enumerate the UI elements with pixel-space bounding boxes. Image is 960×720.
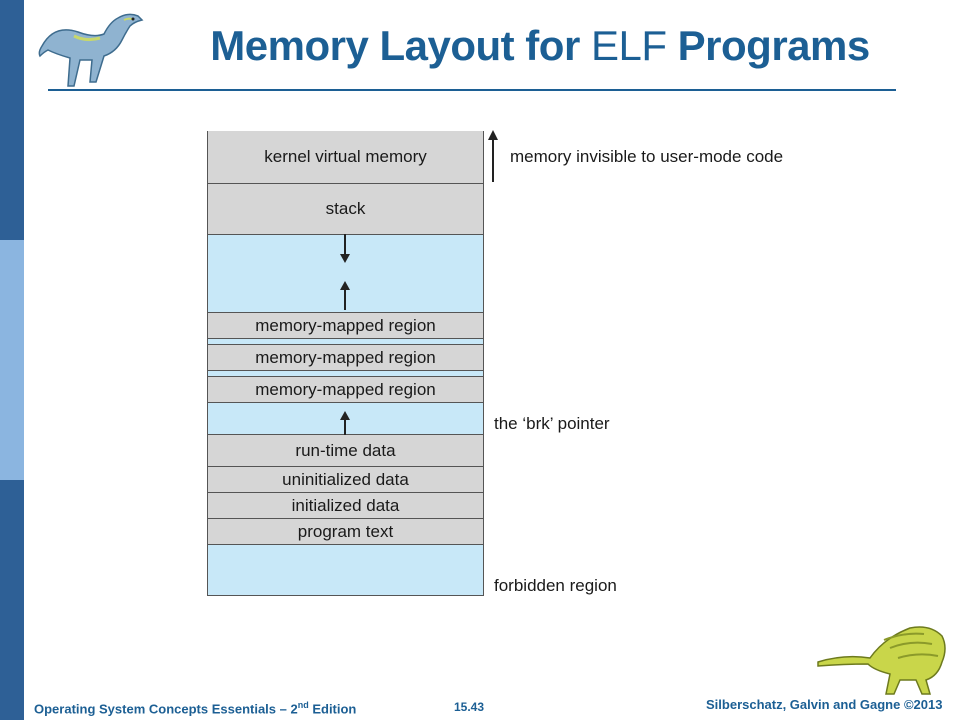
- footer-book-suffix: Edition: [308, 701, 357, 717]
- footer-book-text: Operating System Concepts Essentials – 2: [34, 701, 298, 717]
- region-gap-1: [208, 338, 483, 344]
- region-stack: stack: [208, 183, 483, 234]
- sidebar-stripe: [0, 0, 24, 720]
- annotation-forbidden-region: forbidden region: [494, 576, 617, 595]
- sidebar-segment-light: [0, 240, 24, 480]
- sidebar-segment-dark-top: [0, 0, 24, 240]
- title-part-bold-1: Memory Layout for: [210, 22, 580, 69]
- footer-book-sup: nd: [297, 700, 309, 710]
- footer-book-title: Operating System Concepts Essentials – 2…: [34, 700, 356, 716]
- region-memory-mapped-2: memory-mapped region: [208, 344, 483, 370]
- region-initialized-data: initialized data: [208, 492, 483, 518]
- heap-grows-up-arrow-icon: [340, 411, 350, 435]
- footer-page-number: 15.43: [454, 700, 485, 714]
- page-title: Memory Layout for ELF Programs: [150, 22, 930, 70]
- region-forbidden: [208, 544, 483, 596]
- title-part-bold-2: Programs: [677, 22, 871, 69]
- annotation-kernel: memory invisible to user-mode code: [510, 147, 784, 166]
- annotation-brk-pointer: the ‘brk’ pointer: [494, 414, 610, 433]
- stack-grows-down-arrow-icon: [340, 234, 350, 263]
- region-memory-mapped-1: memory-mapped region: [208, 312, 483, 338]
- region-program-text: program text: [208, 518, 483, 544]
- region-memory-mapped-3: memory-mapped region: [208, 376, 483, 402]
- region-run-time-data: run-time data: [208, 434, 483, 466]
- kernel-boundary-arrow-icon: [488, 130, 498, 182]
- region-uninitialized-data: uninitialized data: [208, 466, 483, 492]
- sidebar-segment-dark-bottom: [0, 480, 24, 720]
- dinosaur-logo-bottom-icon: [817, 626, 946, 695]
- title-part-light: ELF: [590, 22, 667, 69]
- region-gap-2: [208, 370, 483, 376]
- title-divider: [48, 89, 896, 91]
- mmap-grows-up-arrow-icon: [340, 281, 350, 310]
- memory-layout-diagram: kernel virtual memory stack memory-mappe…: [207, 131, 484, 596]
- dinosaur-logo-top-icon: [38, 13, 144, 87]
- region-kernel-virtual-memory: kernel virtual memory: [208, 131, 483, 183]
- footer-authors: Silberschatz, Galvin and Gagne ©2013: [706, 697, 943, 712]
